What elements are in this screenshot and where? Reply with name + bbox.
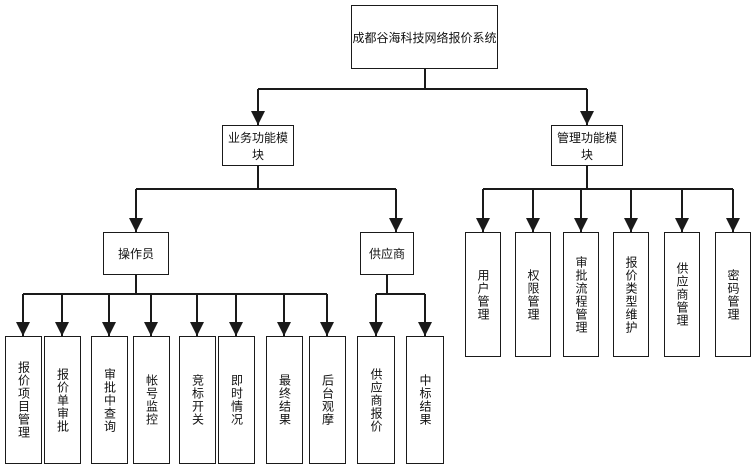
management-function-node: 供应商管理	[664, 232, 700, 357]
management-function-label: 密码管理	[726, 268, 740, 321]
supplier-node: 供应商	[360, 232, 414, 275]
operator-function-label: 后台观摩	[320, 374, 335, 426]
operator-function-node: 竞标开关	[179, 336, 216, 464]
operator-label: 操作员	[117, 247, 154, 261]
operator-function-node: 审批中查询	[91, 336, 128, 464]
system-root-node: 成都谷海科技网络报价系统	[351, 5, 498, 69]
management-function-label: 供应商管理	[675, 262, 689, 327]
operator-function-node: 最终结果	[266, 336, 303, 464]
operator-function-label: 报价项目管理	[16, 361, 31, 439]
operator-function-label: 报价单审批	[55, 367, 70, 433]
management-function-node: 用户管理	[465, 232, 501, 357]
management-function-node: 报价类型维护	[613, 232, 649, 357]
operator-function-label: 即时情况	[229, 374, 244, 426]
supplier-function-node: 供应商报价	[357, 336, 395, 464]
supplier-function-label: 中标结果	[418, 374, 432, 426]
supplier-label: 供应商	[368, 247, 405, 261]
operator-function-node: 后台观摩	[309, 336, 346, 464]
management-module-node: 管理功能模块	[551, 125, 623, 166]
operator-function-node: 即时情况	[218, 336, 255, 464]
management-function-node: 密码管理	[715, 232, 751, 357]
management-function-label: 权限管理	[526, 268, 540, 321]
operator-function-label: 帐号监控	[144, 374, 159, 426]
management-function-label: 用户管理	[476, 268, 490, 321]
supplier-function-node: 中标结果	[406, 336, 444, 464]
operator-node: 操作员	[103, 232, 169, 275]
management-function-label: 报价类型维护	[624, 255, 638, 334]
supplier-function-label: 供应商报价	[369, 367, 383, 433]
business-module-node: 业务功能模块	[222, 125, 294, 166]
management-function-node: 审批流程管理	[563, 232, 599, 357]
operator-function-node: 帐号监控	[133, 336, 170, 464]
operator-function-node: 报价单审批	[44, 336, 81, 464]
business-module-label: 业务功能模块	[227, 130, 288, 162]
operator-function-label: 最终结果	[277, 374, 292, 426]
system-root-label: 成都谷海科技网络报价系统	[352, 30, 497, 45]
management-function-label: 审批流程管理	[574, 255, 588, 334]
operator-function-label: 审批中查询	[102, 367, 117, 433]
management-function-node: 权限管理	[515, 232, 551, 357]
operator-function-node: 报价项目管理	[5, 336, 42, 464]
operator-function-label: 竞标开关	[190, 374, 205, 426]
management-module-label: 管理功能模块	[556, 130, 617, 162]
